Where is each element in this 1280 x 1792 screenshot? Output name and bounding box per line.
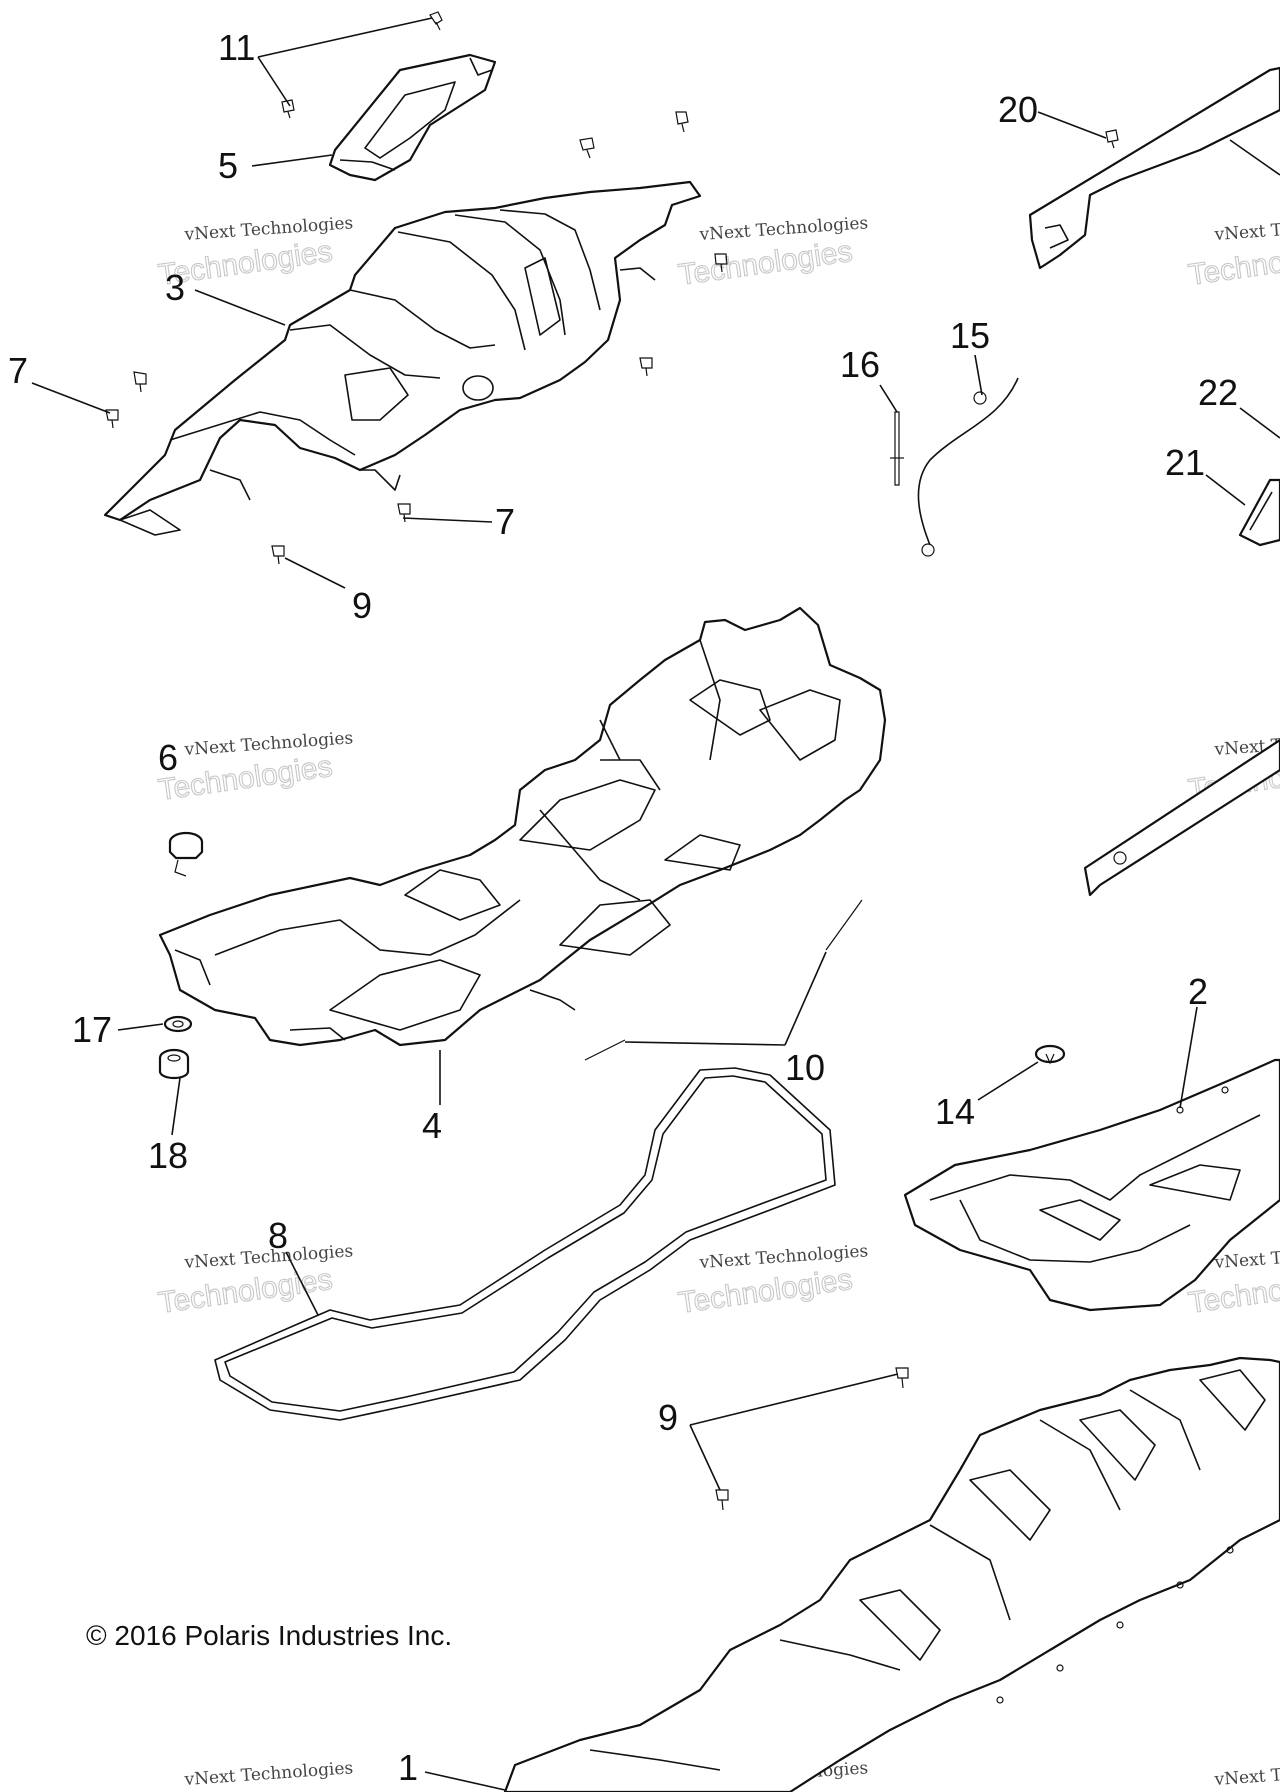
- callout-21: 21: [1165, 442, 1205, 483]
- callout-3: 3: [165, 267, 185, 308]
- fasteners-lower: [715, 1367, 909, 1511]
- callout-10: 10: [785, 1047, 825, 1088]
- callout-9: 9: [352, 585, 372, 626]
- part-2-tray: [903, 1058, 1280, 1312]
- watermark: vNext Technologies Technologies: [156, 213, 354, 292]
- callout-6: 6: [158, 737, 178, 778]
- part-14-cap: [1034, 1044, 1066, 1065]
- callout-1: 1: [398, 1747, 418, 1788]
- watermark: vNext Technologies Technologies: [676, 1241, 869, 1320]
- callout-17: 17: [72, 1009, 112, 1050]
- callout-18: 18: [148, 1135, 188, 1176]
- callout-14: 14: [935, 1091, 975, 1132]
- svg-text:vNext Technologies: vNext Technologies: [183, 1758, 354, 1790]
- callout-7: 7: [8, 350, 28, 391]
- callout-9: 9: [658, 1397, 678, 1438]
- part-6-clip: [168, 831, 204, 877]
- part-3-console: [103, 180, 702, 536]
- part-10-rods: [584, 899, 863, 1061]
- part-16-pin: [890, 411, 904, 486]
- callout-15: 15: [950, 315, 990, 356]
- callout-16: 16: [840, 344, 880, 385]
- watermark: vNext Technologies Technologies: [156, 1241, 354, 1320]
- callout-4: 4: [422, 1105, 442, 1146]
- callout-22: 22: [1198, 372, 1238, 413]
- part-15-cable: [917, 377, 1019, 557]
- callout-5: 5: [218, 145, 238, 186]
- callout-8: 8: [268, 1215, 288, 1256]
- callout-20: 20: [998, 89, 1038, 130]
- svg-text:Technologies: Technologies: [156, 750, 334, 807]
- callout-7: 7: [495, 501, 515, 542]
- callout-2: 2: [1188, 971, 1208, 1012]
- svg-text:vNext Technologies: vNext Technologies: [1213, 213, 1280, 245]
- part-21-grommet: [1238, 478, 1280, 547]
- watermark: vNext Technologies Technologies: [1186, 213, 1280, 292]
- part-1-base-frame: [503, 1356, 1280, 1792]
- part-5-bracket: [328, 53, 497, 182]
- watermark: vNext Technologies Technologies: [156, 728, 354, 807]
- part-lower-rail: [1083, 738, 1280, 897]
- copyright-notice: © 2016 Polaris Industries Inc.: [86, 1620, 453, 1651]
- watermark: vNext Technologies: [1213, 1758, 1280, 1790]
- part-17-washer: [163, 1015, 193, 1033]
- part-upper-rail: [1028, 66, 1280, 270]
- svg-text:vNext Technologies: vNext Technologies: [1213, 1758, 1280, 1790]
- watermark: vNext Technologies Technologies: [676, 213, 869, 292]
- part-4-floor-panel: [158, 606, 887, 1047]
- leader-lines: [31, 17, 1280, 1791]
- svg-text:Technologies: Technologies: [156, 1263, 334, 1320]
- part-8-seal: [214, 1067, 836, 1421]
- watermark: vNext Technologies: [183, 1758, 354, 1790]
- callouts: 11 5 3 7 7 9 20 16 15 22 21 6 17 18 4 10…: [8, 27, 1238, 1788]
- part-18-grommet: [158, 1048, 190, 1080]
- callout-11: 11: [218, 27, 255, 68]
